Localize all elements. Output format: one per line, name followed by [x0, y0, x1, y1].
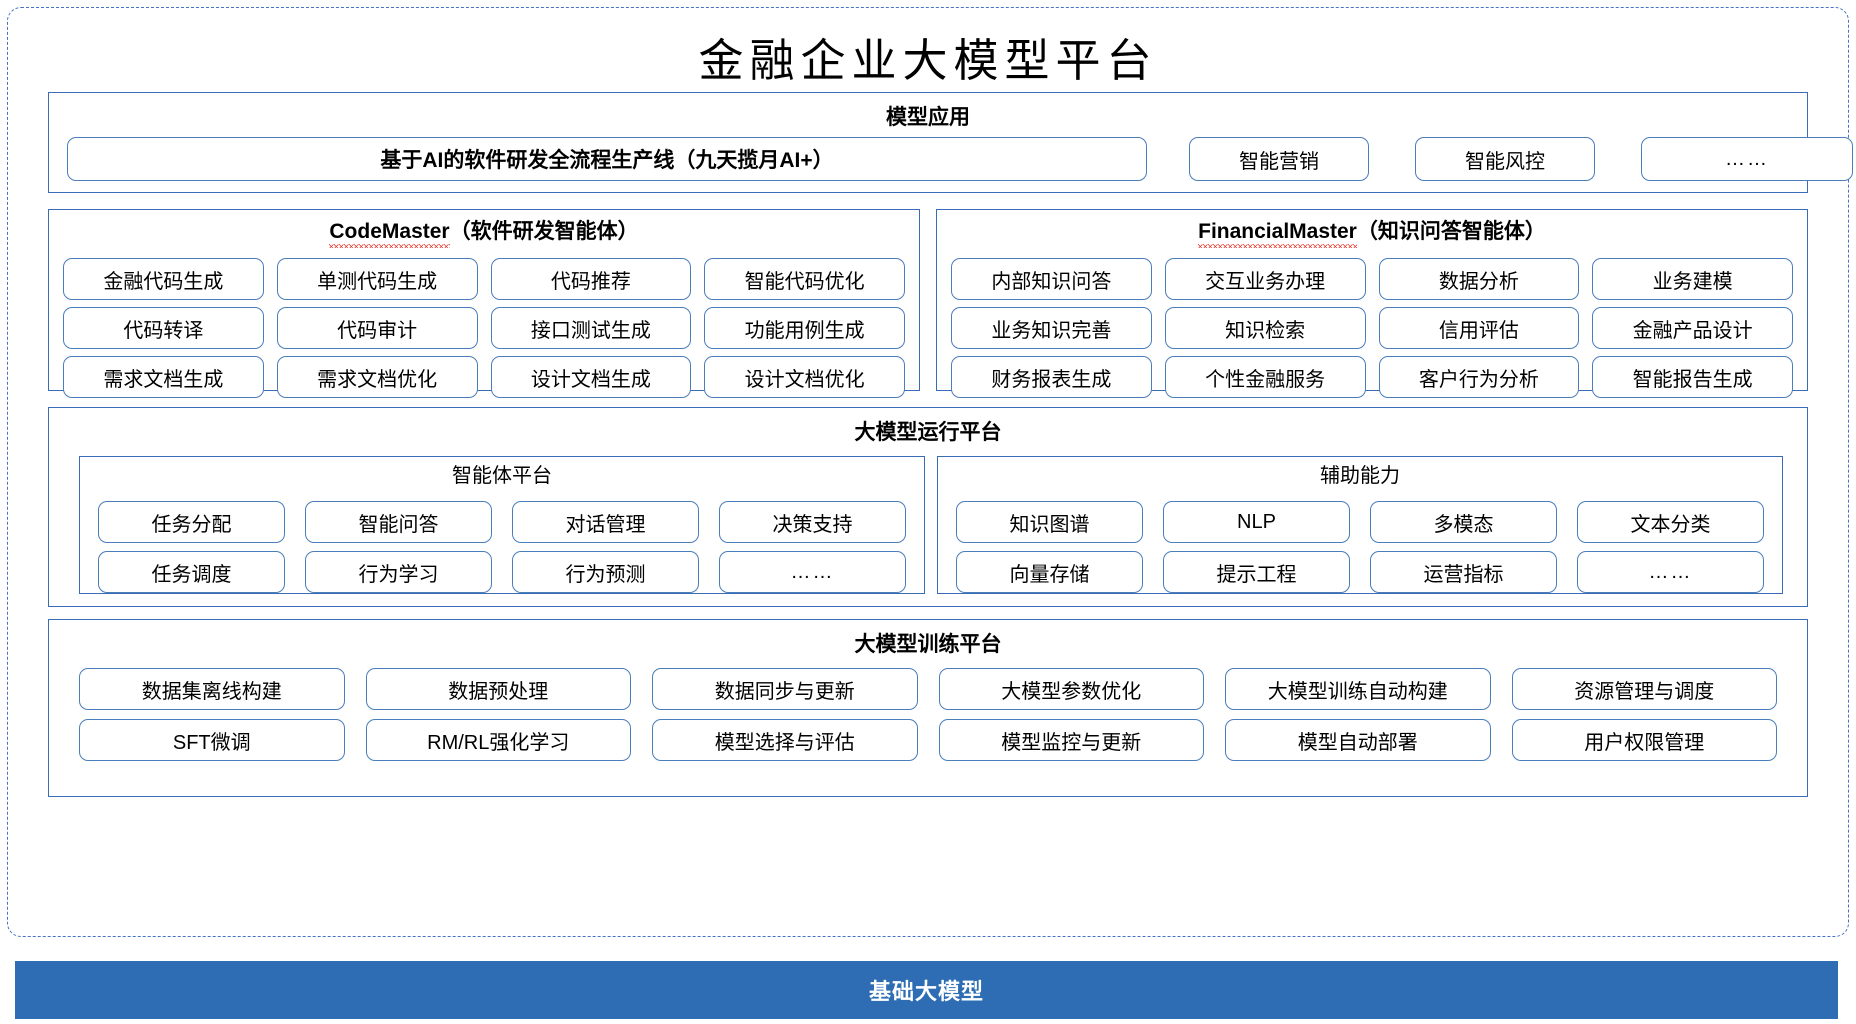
runtime-platform-panel: 大模型运行平台 智能体平台 任务分配 智能问答 对话管理 决策支持 任务调度 行… [48, 407, 1808, 607]
base-model-label: 基础大模型 [868, 979, 984, 1004]
model-application-chip-row: 基于AI的软件研发全流程生产线（九天揽月AI+） 智能营销 智能风控 …… [67, 137, 1853, 181]
chip-more-auxiliary[interactable]: …… [1577, 551, 1764, 593]
chip-financial-code-gen[interactable]: 金融代码生成 [63, 258, 264, 300]
chip-data-preprocessing[interactable]: 数据预处理 [365, 668, 631, 710]
chip-code-audit[interactable]: 代码审计 [276, 307, 478, 349]
chip-decision-support[interactable]: 决策支持 [719, 501, 906, 543]
agent-platform-heading: 智能体平台 [452, 465, 552, 487]
codemaster-subtitle: （软件研发智能体） [449, 220, 639, 243]
financialmaster-capability-grid: 内部知识问答 交互业务办理 数据分析 业务建模 业务知识完善 知识检索 信用评估… [951, 258, 1793, 398]
codemaster-capability-grid: 金融代码生成 单测代码生成 代码推荐 智能代码优化 代码转译 代码审计 接口测试… [63, 258, 905, 398]
chip-code-recommendation[interactable]: 代码推荐 [490, 258, 692, 300]
financialmaster-name: FinancialMaster [1198, 220, 1357, 248]
chip-design-doc-opt[interactable]: 设计文档优化 [704, 356, 905, 398]
chip-business-modeling[interactable]: 业务建模 [1592, 258, 1793, 300]
codemaster-agent-panel: CodeMaster（软件研发智能体） 金融代码生成 单测代码生成 代码推荐 智… [48, 209, 920, 398]
agent-platform-grid: 任务分配 智能问答 对话管理 决策支持 任务调度 行为学习 行为预测 …… [98, 501, 906, 593]
chip-model-auto-deploy[interactable]: 模型自动部署 [1225, 719, 1491, 761]
chip-model-monitor-update[interactable]: 模型监控与更新 [938, 719, 1204, 761]
agent-platform-subpanel: 智能体平台 任务分配 智能问答 对话管理 决策支持 任务调度 行为学习 行为预测… [79, 456, 925, 594]
chip-smart-qa[interactable]: 智能问答 [305, 501, 492, 543]
chip-interactive-business[interactable]: 交互业务办理 [1164, 258, 1366, 300]
chip-ai-sdlc-pipeline[interactable]: 基于AI的软件研发全流程生产线（九天揽月AI+） [67, 137, 1147, 181]
auxiliary-capability-subpanel: 辅助能力 知识图谱 NLP 多模态 文本分类 向量存储 提示工程 运营指标 …… [937, 456, 1783, 594]
chip-rm-rl-reinforcement[interactable]: RM/RL强化学习 [365, 719, 631, 761]
codemaster-heading: CodeMaster（软件研发智能体） [49, 220, 919, 248]
chip-nlp[interactable]: NLP [1163, 501, 1350, 543]
chip-operation-metrics[interactable]: 运营指标 [1370, 551, 1557, 593]
chip-customer-behavior-analysis[interactable]: 客户行为分析 [1378, 356, 1580, 398]
base-model-bar: 基础大模型 [15, 961, 1838, 1019]
chip-smart-code-optimization[interactable]: 智能代码优化 [704, 258, 905, 300]
model-application-heading: 模型应用 [886, 106, 970, 129]
chip-api-test-gen[interactable]: 接口测试生成 [490, 307, 692, 349]
chip-text-classification[interactable]: 文本分类 [1577, 501, 1764, 543]
chip-sft-finetune[interactable]: SFT微调 [79, 719, 345, 761]
chip-model-selection-eval[interactable]: 模型选择与评估 [652, 719, 918, 761]
auxiliary-capability-grid: 知识图谱 NLP 多模态 文本分类 向量存储 提示工程 运营指标 …… [956, 501, 1764, 593]
chip-internal-knowledge-qa[interactable]: 内部知识问答 [951, 258, 1152, 300]
runtime-platform-heading: 大模型运行平台 [854, 421, 1002, 444]
chip-behavior-learning[interactable]: 行为学习 [305, 551, 492, 593]
chip-training-auto-build[interactable]: 大模型训练自动构建 [1225, 668, 1491, 710]
chip-data-analysis[interactable]: 数据分析 [1378, 258, 1580, 300]
training-platform-grid: 数据集离线构建 数据预处理 数据同步与更新 大模型参数优化 大模型训练自动构建 … [79, 668, 1777, 761]
chip-prompt-engineering[interactable]: 提示工程 [1163, 551, 1350, 593]
chip-financial-product-design[interactable]: 金融产品设计 [1592, 307, 1793, 349]
chip-model-param-optimization[interactable]: 大模型参数优化 [938, 668, 1204, 710]
training-platform-heading: 大模型训练平台 [854, 633, 1002, 656]
chip-personalized-fin-service[interactable]: 个性金融服务 [1164, 356, 1366, 398]
chip-more-agent-platform[interactable]: …… [719, 551, 906, 593]
chip-requirement-doc-gen[interactable]: 需求文档生成 [63, 356, 264, 398]
chip-dialogue-mgmt[interactable]: 对话管理 [512, 501, 699, 543]
chip-code-translation[interactable]: 代码转译 [63, 307, 264, 349]
financialmaster-heading: FinancialMaster（知识问答智能体） [937, 220, 1807, 248]
page-title: 金融企业大模型平台 [698, 34, 1158, 87]
chip-requirement-doc-opt[interactable]: 需求文档优化 [276, 356, 478, 398]
chip-resource-mgmt-scheduling[interactable]: 资源管理与调度 [1511, 668, 1777, 710]
chip-design-doc-gen[interactable]: 设计文档生成 [490, 356, 692, 398]
codemaster-name: CodeMaster [329, 220, 450, 248]
chip-unit-test-code-gen[interactable]: 单测代码生成 [276, 258, 478, 300]
financialmaster-agent-panel: FinancialMaster（知识问答智能体） 内部知识问答 交互业务办理 数… [936, 209, 1808, 398]
model-application-panel: 模型应用 基于AI的软件研发全流程生产线（九天揽月AI+） 智能营销 智能风控 … [48, 92, 1853, 193]
chip-knowledge-graph[interactable]: 知识图谱 [956, 501, 1143, 543]
chip-financial-report-gen[interactable]: 财务报表生成 [951, 356, 1152, 398]
chip-user-permission-mgmt[interactable]: 用户权限管理 [1511, 719, 1777, 761]
chip-vector-storage[interactable]: 向量存储 [956, 551, 1143, 593]
chip-behavior-prediction[interactable]: 行为预测 [512, 551, 699, 593]
training-platform-panel: 大模型训练平台 数据集离线构建 数据预处理 数据同步与更新 大模型参数优化 大模… [48, 619, 1808, 797]
chip-multimodal[interactable]: 多模态 [1370, 501, 1557, 543]
chip-business-knowledge-impr[interactable]: 业务知识完善 [951, 307, 1152, 349]
chip-smart-marketing[interactable]: 智能营销 [1189, 137, 1369, 181]
auxiliary-capability-heading: 辅助能力 [1320, 465, 1400, 487]
chip-dataset-offline-build[interactable]: 数据集离线构建 [79, 668, 345, 710]
chip-functional-case-gen[interactable]: 功能用例生成 [704, 307, 905, 349]
financialmaster-subtitle: （知识问答智能体） [1356, 220, 1546, 243]
chip-credit-assessment[interactable]: 信用评估 [1378, 307, 1580, 349]
chip-smart-risk-control[interactable]: 智能风控 [1415, 137, 1595, 181]
chip-task-allocation[interactable]: 任务分配 [98, 501, 285, 543]
chip-smart-report-gen[interactable]: 智能报告生成 [1592, 356, 1793, 398]
chip-knowledge-retrieval[interactable]: 知识检索 [1164, 307, 1366, 349]
chip-more-applications[interactable]: …… [1641, 137, 1853, 181]
chip-task-scheduling[interactable]: 任务调度 [98, 551, 285, 593]
chip-data-sync-update[interactable]: 数据同步与更新 [652, 668, 918, 710]
